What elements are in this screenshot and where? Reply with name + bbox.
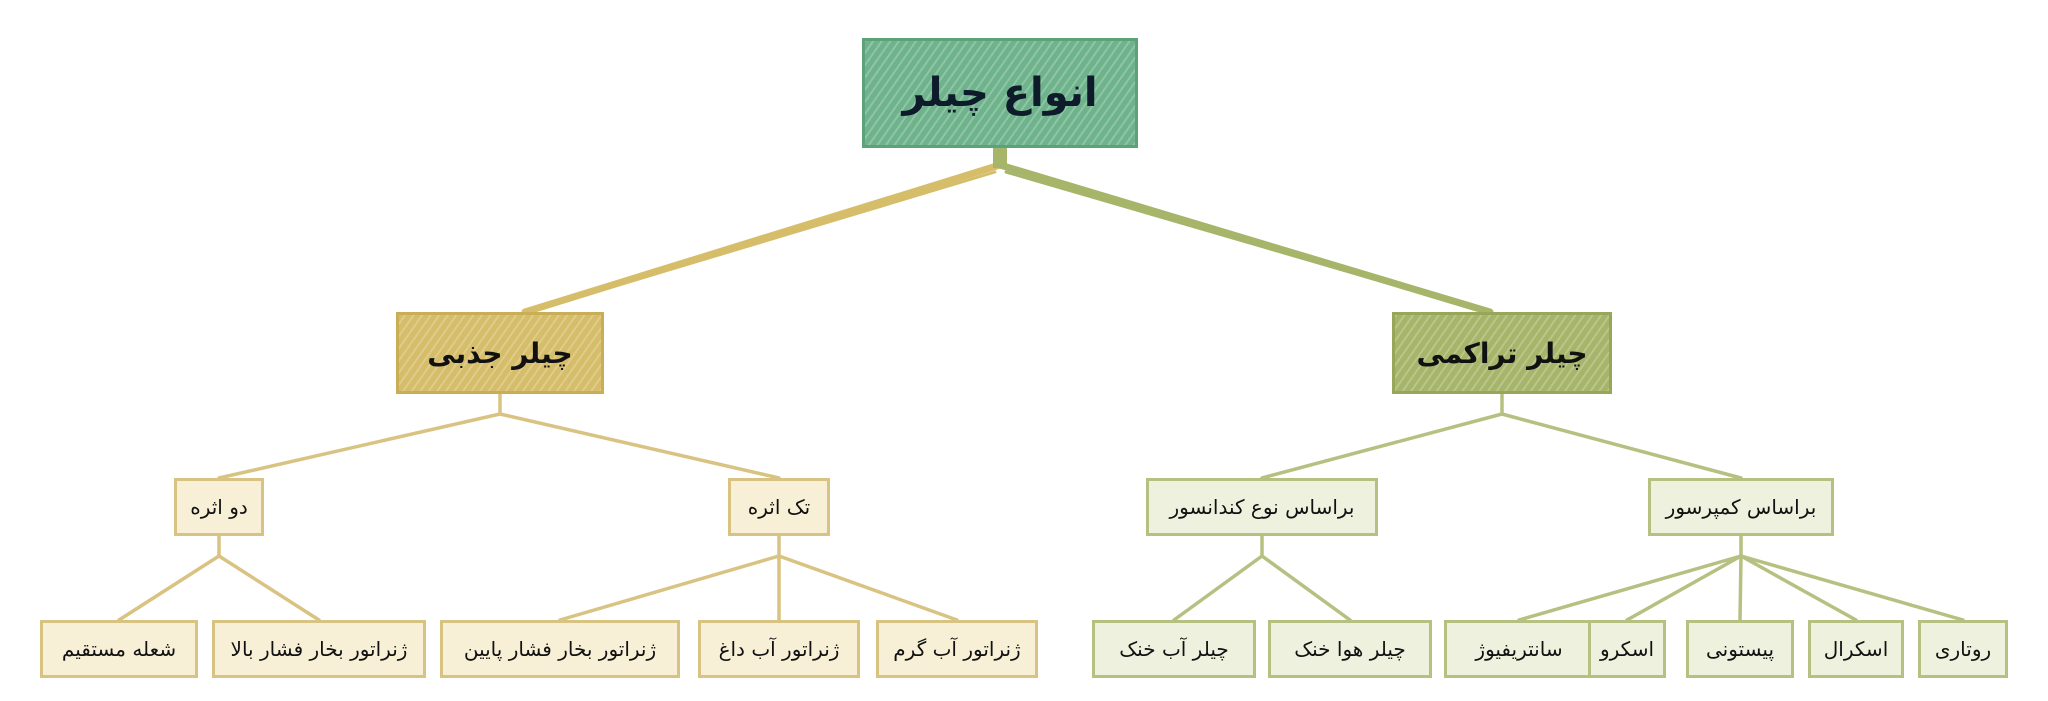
leaf-label: ژنراتور آب داغ [718,637,840,661]
leaf-high-pressure-steam: ژنراتور بخار فشار بالا [212,620,426,678]
compression-chiller-node: چیلر تراکمی [1392,312,1612,394]
leaf-warm-water-generator: ژنراتور آب گرم [876,620,1038,678]
absorption-chiller-node: چیلر جذبی [396,312,604,394]
leaf-water-cooled: چیلر آب خنک [1092,620,1256,678]
absorption-chiller-label: چیلر جذبی [427,336,573,370]
leaf-rotary: روتاری [1918,620,2008,678]
leaf-centrifugal: سانتریفیوژ [1444,620,1594,678]
leaf-label: سانتریفیوژ [1475,637,1563,661]
connector-root-compression [996,161,1494,316]
leaf-scroll: اسکرال [1808,620,1904,678]
compressor-type-label: براساس کمپرسور [1665,495,1817,519]
connectors-compression [1172,392,1965,622]
leaf-label: ژنراتور آب گرم [893,637,1021,661]
single-effect-node: تک اثره [728,478,830,536]
leaf-air-cooled: چیلر هوا خنک [1268,620,1432,678]
compression-chiller-label: چیلر تراکمی [1416,336,1588,370]
leaf-screw: اسکرو [1588,620,1666,678]
leaf-label: ژنراتور بخار فشار پایین [463,637,657,661]
leaf-hot-water-generator: ژنراتور آب داغ [698,620,860,678]
condenser-type-node: براساس نوع کندانسور [1146,478,1378,536]
leaf-piston: پیستونی [1686,620,1794,678]
leaf-label: پیستونی [1705,637,1775,661]
root-stem [993,148,1007,168]
leaf-direct-fired: شعله مستقیم [40,620,198,678]
compressor-type-node: براساس کمپرسور [1648,478,1834,536]
connector-root-absorption [521,161,1004,316]
leaf-label: چیلر هوا خنک [1294,637,1406,661]
leaf-low-pressure-steam: ژنراتور بخار فشار پایین [440,620,680,678]
root-title: انواع چیلر [902,70,1098,116]
double-effect-node: دو اثره [174,478,264,536]
leaf-label: روتاری [1934,637,1992,661]
leaf-label: اسکرال [1823,637,1889,661]
root-node: انواع چیلر [862,38,1138,148]
leaf-label: ژنراتور بخار فشار بالا [230,637,408,661]
leaf-label: اسکرو [1599,637,1655,661]
condenser-type-label: براساس نوع کندانسور [1169,495,1355,519]
leaf-label: چیلر آب خنک [1119,637,1229,661]
double-effect-label: دو اثره [190,495,248,519]
leaf-label: شعله مستقیم [61,637,177,661]
single-effect-label: تک اثره [747,495,811,519]
connectors-absorption [117,392,959,622]
